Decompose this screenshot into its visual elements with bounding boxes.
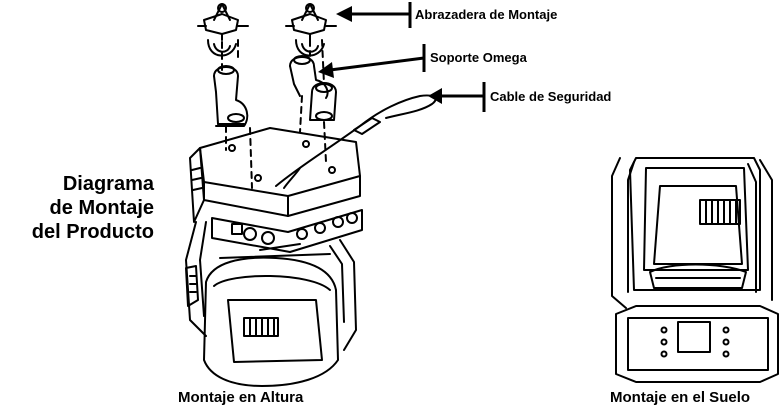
omega-bracket-right — [289, 55, 337, 121]
side-title-line-2: de Montaje — [49, 197, 154, 219]
leader-omega — [329, 56, 425, 72]
caption-floor-mounting: Montaje en el Suelo — [610, 389, 751, 406]
callout-omega-bracket: Soporte Omega — [430, 50, 527, 65]
side-title-line-3: del Producto — [31, 221, 154, 243]
clamp-left — [197, 3, 249, 57]
callout-arrowheads — [318, 6, 442, 104]
safety-cable — [275, 94, 437, 189]
arrow-omega — [318, 62, 334, 78]
arrow-clamp — [336, 6, 352, 22]
callout-mounting-clamp: Abrazadera de Montaje — [415, 7, 558, 22]
side-title: Diagrama de Montaje del Producto — [32, 172, 154, 244]
callout-leaders — [329, 2, 486, 112]
omega-bracket-left — [213, 65, 249, 127]
moving-head-overhead — [185, 127, 363, 387]
moving-head-floor — [611, 157, 779, 383]
caption-overhead-mounting: Montaje en Altura — [178, 389, 304, 406]
clamp-right — [285, 3, 337, 57]
alignment-lines — [221, 39, 327, 189]
callout-safety-cable: Cable de Seguridad — [490, 89, 612, 104]
arrow-cable — [428, 88, 442, 104]
side-title-line-1: Diagrama — [62, 173, 154, 195]
